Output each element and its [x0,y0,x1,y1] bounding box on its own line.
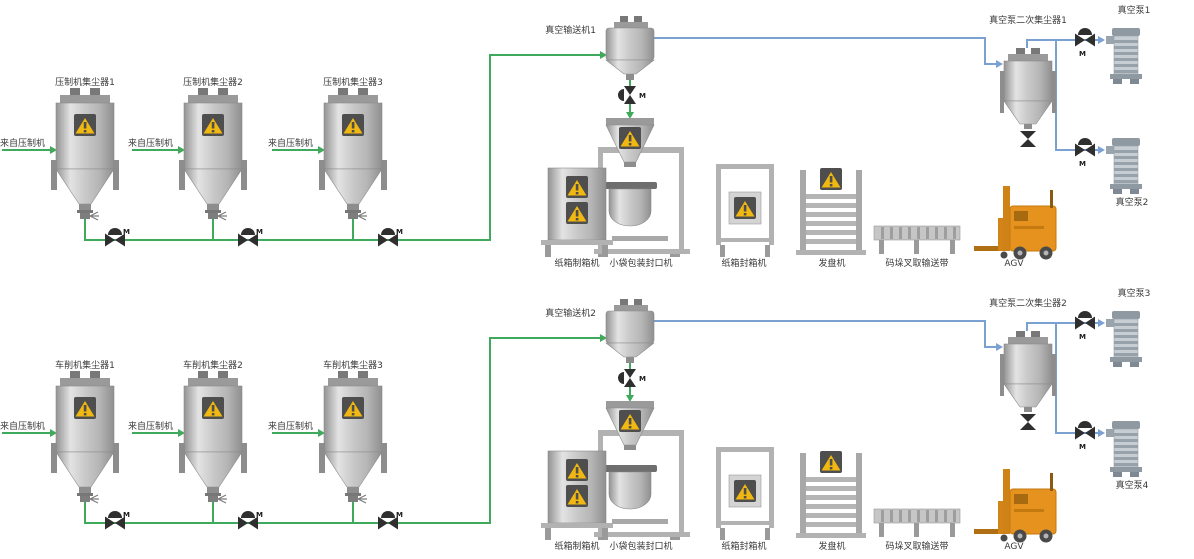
pump-4-label: 真空泵4 [1115,481,1149,491]
collector-4-label: 车削机集尘器1 [55,361,115,371]
equipment-label-pallet-dispenser: 发盘机 [818,259,846,269]
equipment-label-fork-conveyor: 码垛叉取输送带 [885,259,949,269]
secondary-collector-label: 真空泵二次集尘器1 [989,16,1067,26]
collector-6-label: 车削机集尘器3 [323,361,383,371]
source-label-4: 来自压制机 [0,422,46,432]
equipment-label-carton-sealer-2: 纸箱封箱机 [721,542,767,552]
equipment-label-carton-sealer: 纸箱封箱机 [721,259,767,269]
collector-3-label: 压制机集尘器3 [323,78,383,88]
pump-3-label: 真空泵3 [1117,289,1151,299]
source-label-5: 来自压制机 [128,422,174,432]
secondary-collector-2-label: 真空泵二次集尘器2 [989,299,1067,309]
source-label-2: 来自压制机 [128,139,174,149]
collector-2-label: 压制机集尘器2 [183,78,243,88]
equipment-label-carton-maker-2: 纸箱制箱机 [554,542,600,552]
pump-2-label: 真空泵2 [1115,198,1149,208]
collector-1-label: 压制机集尘器1 [55,78,115,88]
pump-1-label: 真空泵1 [1117,6,1151,16]
collector-5-label: 车削机集尘器2 [183,361,243,371]
vacuum-conveyor-2-label: 真空输送机2 [545,309,596,319]
equipment-label-carton-maker: 纸箱制箱机 [554,259,600,269]
equipment-label-fork-conveyor-2: 码垛叉取输送带 [885,542,949,552]
source-label-3: 来自压制机 [268,139,314,149]
source-label-1: 来自压制机 [0,139,46,149]
equipment-label-pallet-dispenser-2: 发盘机 [818,542,846,552]
equipment-label-bag-packer: 小袋包装封口机 [609,259,673,269]
equipment-label-agv: AGV [1004,259,1024,269]
equipment-label-agv-2: AGV [1004,542,1024,552]
equipment-label-bag-packer-2: 小袋包装封口机 [609,542,673,552]
production-line-2 [2,299,1142,543]
production-line-1 [2,16,1142,260]
source-label-6: 来自压制机 [268,422,314,432]
vacuum-conveyor-label: 真空输送机1 [545,26,596,36]
